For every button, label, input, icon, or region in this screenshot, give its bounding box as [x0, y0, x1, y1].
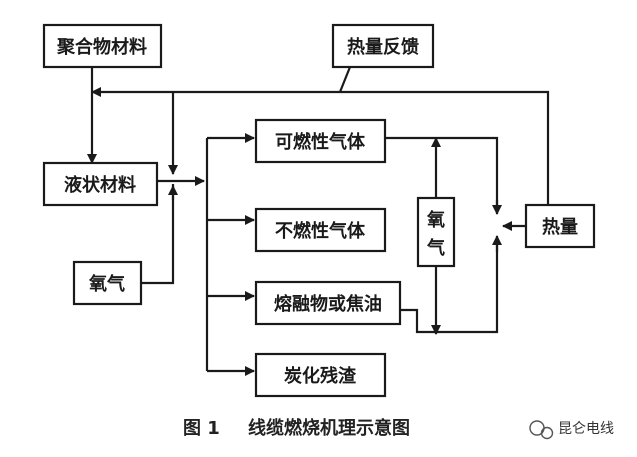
node-char-residue-label: 炭化残渣	[284, 365, 357, 387]
edge-heatfeedback-box-connector	[338, 66, 352, 93]
node-oxygen-input: 氧气	[72, 260, 143, 306]
node-oxygen-middle-label-bottom: 气	[426, 237, 445, 259]
node-liquid-material: 液状材料	[42, 161, 159, 207]
node-combustible-gas-label: 可燃性气体	[275, 131, 366, 153]
edge-combustible-to-collector	[385, 136, 499, 212]
figure-title: 线缆燃烧机理示意图	[248, 417, 410, 439]
node-heat-feedback-label: 热量反馈	[347, 36, 419, 58]
edge-oxygen-to-junction	[141, 184, 175, 285]
node-oxygen-middle-label-top: 氧	[426, 209, 445, 231]
node-noncombustible-gas-label: 不燃性气体	[275, 220, 366, 242]
edge-molten-to-collector	[400, 238, 499, 334]
watermark-text: 昆仑电线	[558, 421, 614, 437]
node-heat: 热量	[524, 203, 596, 249]
node-char-residue: 炭化残渣	[254, 352, 387, 398]
node-liquid-label: 液状材料	[64, 174, 136, 196]
node-oxygen-middle: 氧 气	[416, 196, 456, 268]
wechat-icon	[529, 420, 554, 440]
node-heat-feedback: 热量反馈	[331, 23, 435, 69]
figure-number: 图 1	[183, 418, 220, 439]
node-polymer-label: 聚合物材料	[56, 36, 147, 58]
node-polymer-material: 聚合物材料	[42, 23, 163, 69]
node-oxygen-input-label: 氧气	[88, 273, 125, 295]
node-molten-or-tar: 熔融物或焦油	[254, 280, 402, 326]
node-molten-or-tar-label: 熔融物或焦油	[274, 293, 382, 315]
node-heat-label: 热量	[542, 216, 578, 238]
node-combustible-gas: 可燃性气体	[254, 118, 387, 164]
edge-heat-feedback-return	[340, 90, 550, 210]
watermark: 昆仑电线	[529, 420, 614, 440]
node-noncombustible-gas: 不燃性气体	[254, 207, 387, 253]
